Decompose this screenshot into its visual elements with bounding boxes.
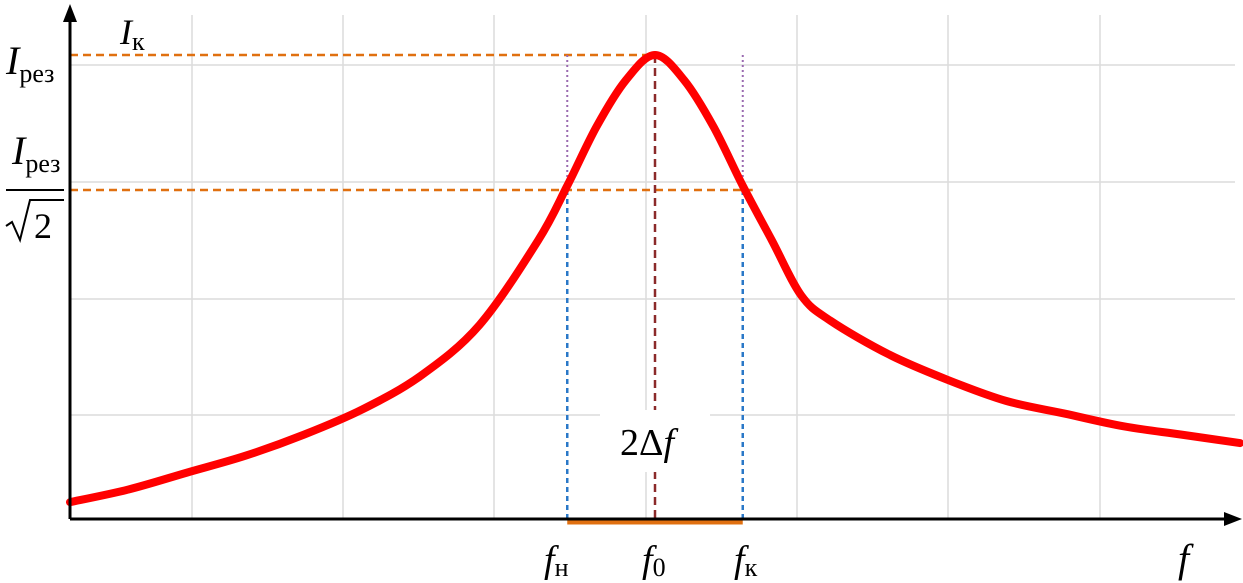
y-axis-label: Iк xyxy=(119,12,145,56)
x-axis-label: f xyxy=(1178,536,1194,581)
bandwidth-label: 2Δf xyxy=(620,422,678,464)
grid xyxy=(70,15,1235,519)
f-low-label: fн xyxy=(544,539,569,582)
guide-lines xyxy=(70,53,753,519)
f-high-label: fк xyxy=(734,539,758,582)
bandwidth-label-bg xyxy=(600,410,710,472)
f0-label: f0 xyxy=(642,539,666,582)
sqrt-icon xyxy=(5,199,64,244)
resonance-curve xyxy=(66,51,1243,507)
svg-text:Iрез: Iрез xyxy=(11,128,60,178)
i-half-label: Iрез 2 xyxy=(5,128,64,246)
x-axis-arrow-icon xyxy=(1224,512,1242,526)
i-res-label: Iрез xyxy=(5,38,54,88)
svg-text:2: 2 xyxy=(34,206,52,246)
y-axis-arrow-icon xyxy=(63,4,77,22)
